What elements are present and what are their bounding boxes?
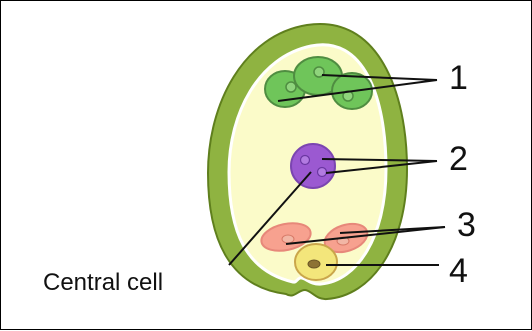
pink-nucleus-left [282,235,294,243]
yellow-nucleus [308,260,320,268]
polar-nucleus-1 [301,156,310,165]
label-1: 1 [449,59,468,97]
egg-cell [295,244,337,280]
purple-nucleus [291,144,335,188]
label-4: 4 [449,252,468,290]
label-3: 3 [457,206,476,244]
central-cell-label: Central cell [43,269,163,296]
central-cell-nuclei [291,144,335,188]
polar-nucleus-2 [318,168,327,177]
green-nucleus-1 [286,82,296,92]
label-2: 2 [449,140,468,178]
